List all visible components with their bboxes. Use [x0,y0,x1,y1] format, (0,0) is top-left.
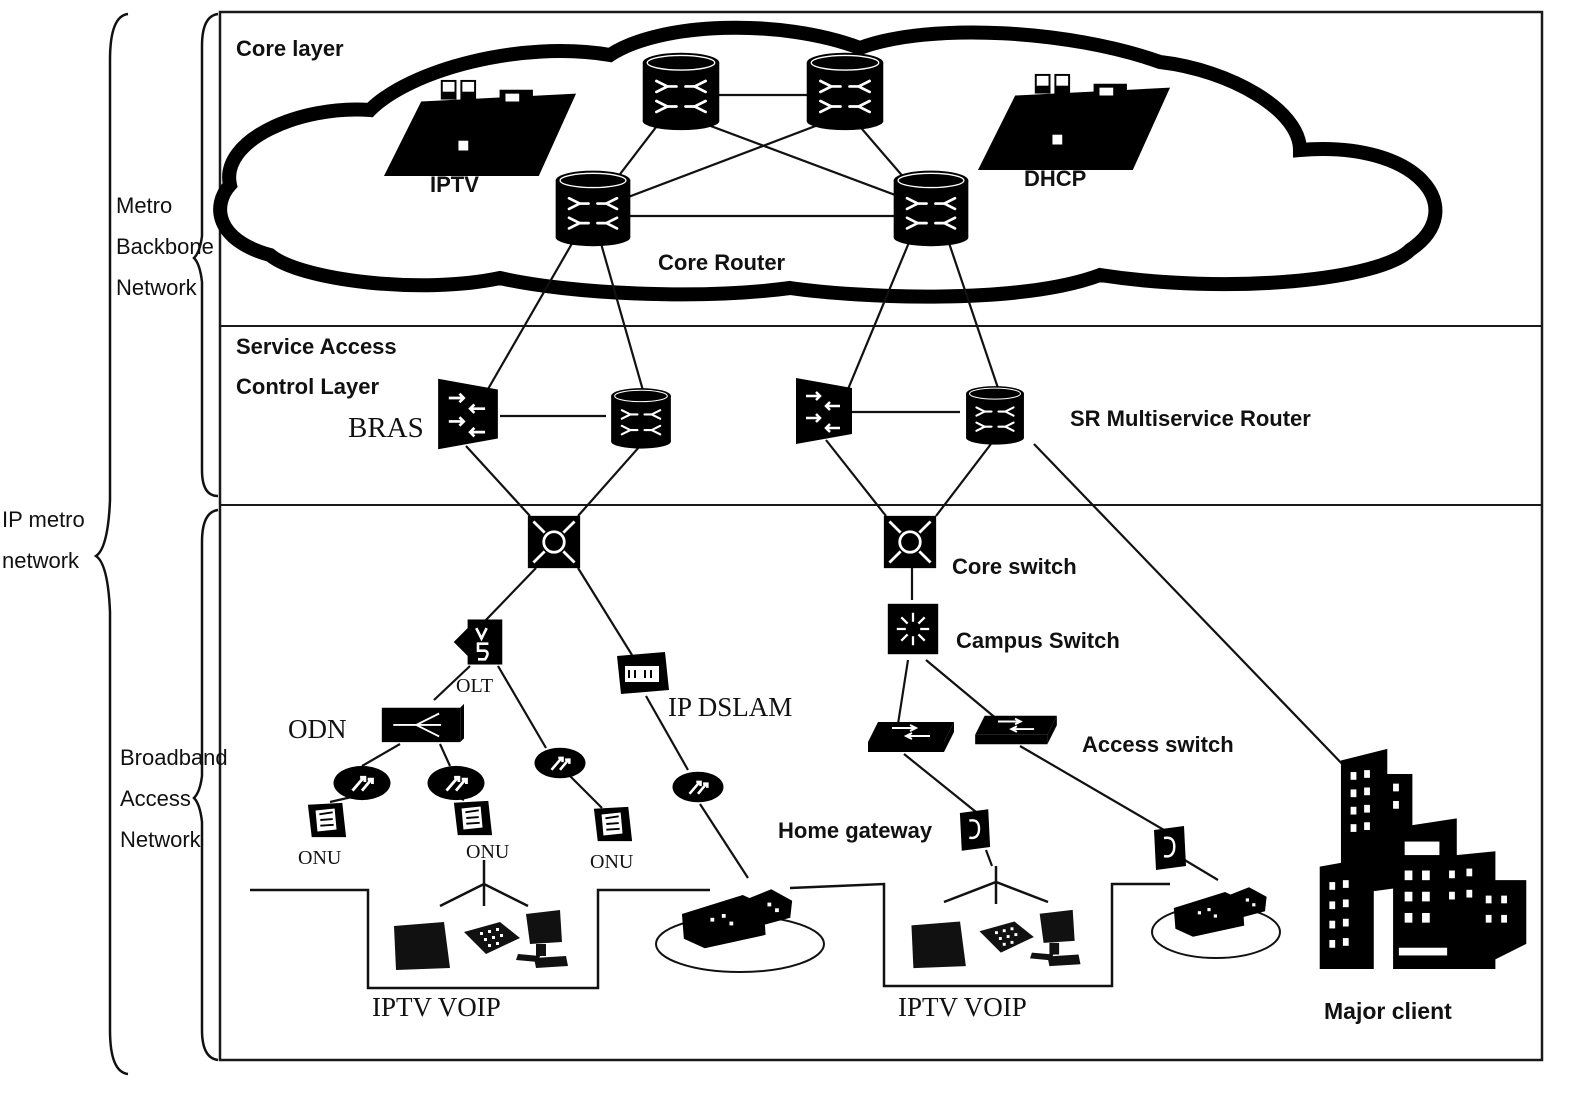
core-router-label: Core Router [658,250,786,275]
dhcp-label: DHCP [1024,166,1087,191]
bras-icon[interactable] [436,377,500,451]
service-access-label-2: Control Layer [236,374,380,399]
switch-icon[interactable] [526,514,582,570]
router-icon[interactable] [609,386,673,450]
ip-metro-line-1: IP metro [2,507,85,532]
splitter-icon [426,764,486,802]
broadband-access-label: Broadband Access Network [120,737,228,860]
ip-metro-bracket [93,12,129,1076]
sr-router-icon[interactable] [964,384,1026,446]
service-access-label-1: Service Access [236,334,397,359]
odn-label: ODN [288,714,347,744]
household-lines [250,860,1170,990]
broadband-access-line-1: Broadband [120,745,228,770]
olt-icon[interactable] [452,618,504,666]
household-devices-icon [394,910,568,970]
ip-metro-line-2: network [2,548,80,573]
iptv-label: IPTV [430,172,479,197]
onu-label: ONU [298,847,342,869]
onu-icon[interactable] [452,799,494,837]
broadband-access-line-3: Network [120,827,201,852]
iptv-voip-label: IPTV VOIP [372,992,501,1022]
access-switch-icon[interactable] [974,714,1058,746]
odn-icon[interactable] [380,702,464,744]
home-gateway-label: Home gateway [778,818,933,843]
router-icon[interactable] [805,51,885,132]
major-client-label: Major client [1324,998,1452,1024]
onu-icon[interactable] [592,805,634,843]
ip-metro-network-label: IP metro network [2,499,85,581]
broadband-access-line-2: Access [120,786,191,811]
metro-backbone-line-3: Network [116,275,197,300]
onu-label: ONU [590,851,634,873]
sr-router-label: SR Multiservice Router [1070,406,1311,431]
client-equipment-icon [681,889,793,949]
home-gateway-icon[interactable] [1152,824,1188,872]
building-icon [1319,748,1527,969]
splitter-icon [332,764,392,802]
dslam-icon[interactable] [615,650,671,696]
core-router-icon[interactable] [554,169,632,248]
onu-label: ONU [466,841,510,863]
core-router-icon[interactable] [892,169,970,248]
layers-frame [218,10,1544,1062]
access-switch-icon[interactable] [867,721,955,753]
splitter-icon [671,770,725,804]
splitter-icon [533,746,587,780]
metro-backbone-label: Metro Backbone Network [116,185,214,308]
metro-backbone-bracket [192,12,219,498]
campus-switch-label: Campus Switch [956,628,1120,653]
campus-switch-icon[interactable] [886,602,940,656]
core-switch-icon[interactable] [882,514,938,570]
olt-label: OLT [456,675,494,697]
access-switch-label: Access switch [1082,732,1234,757]
ip-dslam-label: IP DSLAM [668,692,793,722]
iptv-voip-label: IPTV VOIP [898,992,1027,1022]
network-links [329,93,1349,881]
broadband-access-bracket [192,508,219,1062]
bras-icon[interactable] [794,376,854,446]
metro-backbone-line-2: Backbone [116,234,214,259]
home-gateway-icon[interactable] [958,807,992,853]
core-switch-label: Core switch [952,554,1077,579]
bras-label: BRAS [348,412,424,444]
router-icon[interactable] [641,51,721,132]
core-layer-label: Core layer [236,36,344,61]
client-equipment-icon [1173,887,1267,937]
metro-backbone-line-1: Metro [116,193,173,218]
onu-icon[interactable] [306,801,348,839]
household-devices-icon [911,909,1081,969]
